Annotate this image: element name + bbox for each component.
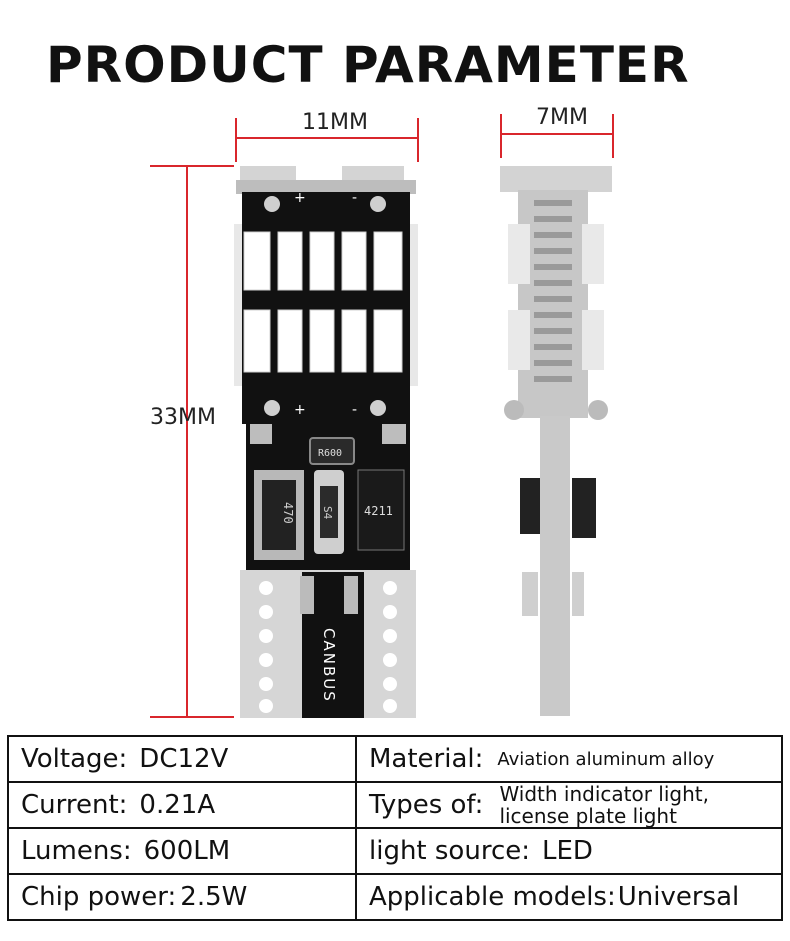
side-width-label: 7MM xyxy=(536,105,588,130)
height-label: 33MM xyxy=(150,405,216,430)
param-label: Chip power: xyxy=(21,882,177,912)
plus-mark-bottom: + xyxy=(294,402,306,418)
param-value: Universal xyxy=(617,882,740,912)
param-value: DC12V xyxy=(139,744,229,774)
canbus-text: CANBUS xyxy=(320,628,338,703)
param-value-line: license plate light xyxy=(499,804,677,828)
param-label: Lumens: xyxy=(21,836,132,866)
param-label: Types of: xyxy=(369,789,484,820)
table-row: Current: 0.21A Types of: Width indicator l… xyxy=(7,781,783,829)
table-row: Voltage: DC12V Material: Aviation aluminum… xyxy=(7,735,783,783)
bulb-front-view: + - + - R600 470 S4 4211 CANBUS xyxy=(234,166,418,718)
param-value: 0.21A xyxy=(139,790,216,820)
param-cell: Applicable models:Universal xyxy=(355,873,783,921)
minus-mark-bottom: - xyxy=(352,402,357,418)
chip-code: 4211 xyxy=(364,504,393,518)
param-cell: Types of: Width indicator light,license p… xyxy=(355,781,783,829)
front-width-label: 11MM xyxy=(302,110,368,135)
resistor-code: R600 xyxy=(318,448,342,459)
param-value: 2.5W xyxy=(180,882,248,912)
table-row: Chip power:2.5W Applicable models:Univer… xyxy=(7,873,783,921)
bulb-side-view xyxy=(500,166,612,716)
param-cell: Lumens: 600LM xyxy=(7,827,357,875)
page-title: PRODUCT PARAMETER xyxy=(46,36,690,94)
param-value: Width indicator light,license plate ligh… xyxy=(499,783,709,827)
param-value: LED xyxy=(542,836,593,866)
plus-mark-top: + xyxy=(294,190,306,206)
param-label: Material: xyxy=(369,744,484,774)
diode-code: S4 xyxy=(321,506,334,520)
param-label: Applicable models: xyxy=(369,882,616,912)
table-row: Lumens: 600LM light source: LED xyxy=(7,827,783,875)
param-cell: Chip power:2.5W xyxy=(7,873,357,921)
param-cell: Material: Aviation aluminum alloy xyxy=(355,735,783,783)
param-label: Current: xyxy=(21,790,128,820)
inductor-code: 470 xyxy=(281,502,295,524)
param-cell: light source: LED xyxy=(355,827,783,875)
param-value: Aviation aluminum alloy xyxy=(497,748,715,770)
param-cell: Voltage: DC12V xyxy=(7,735,357,783)
minus-mark-top: - xyxy=(352,190,357,206)
param-label: Voltage: xyxy=(21,744,128,774)
param-value-line: Width indicator light, xyxy=(499,782,709,806)
param-label: light source: xyxy=(369,836,530,866)
parameter-table: Voltage: DC12V Material: Aviation aluminum… xyxy=(7,735,783,921)
param-cell: Current: 0.21A xyxy=(7,781,357,829)
param-value: 600LM xyxy=(143,836,231,866)
